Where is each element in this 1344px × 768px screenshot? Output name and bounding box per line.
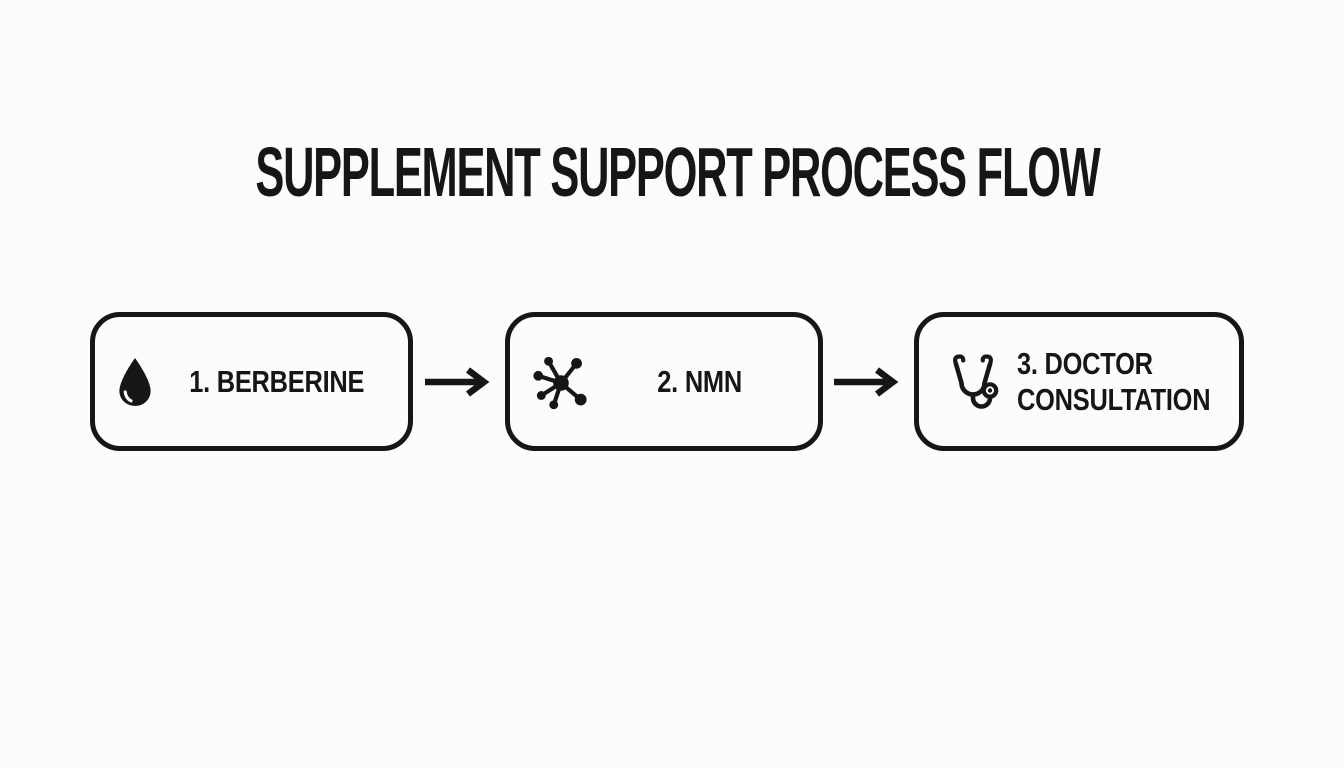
step-box-nmn: 2. NMN [504,312,823,451]
arrow-right-icon [423,366,495,397]
molecule-icon [532,353,590,411]
step-label-area: 3. DOCTOR CONSULTATION [1011,346,1221,417]
step-label: 2. NMN [657,363,742,399]
step-label: 1. BERBERINE [188,363,365,399]
arrow-right-icon [832,366,904,397]
flow-connector [413,312,505,451]
step-label-area: 2. NMN [600,364,800,400]
step-label-area: 1. BERBERINE [163,364,390,400]
diagram-title: SUPPLEMENT SUPPORT PROCESS FLOW [255,133,1100,211]
droplet-icon [117,357,153,407]
step-box-doctor-consultation: 3. DOCTOR CONSULTATION [914,312,1244,451]
step-label: 3. DOCTOR CONSULTATION [1017,345,1211,417]
stethoscope-icon [941,352,1001,412]
process-flow: 1. BERBERINE [90,312,1244,451]
step-box-berberine: 1. BERBERINE [90,312,413,451]
flow-connector [823,312,915,451]
